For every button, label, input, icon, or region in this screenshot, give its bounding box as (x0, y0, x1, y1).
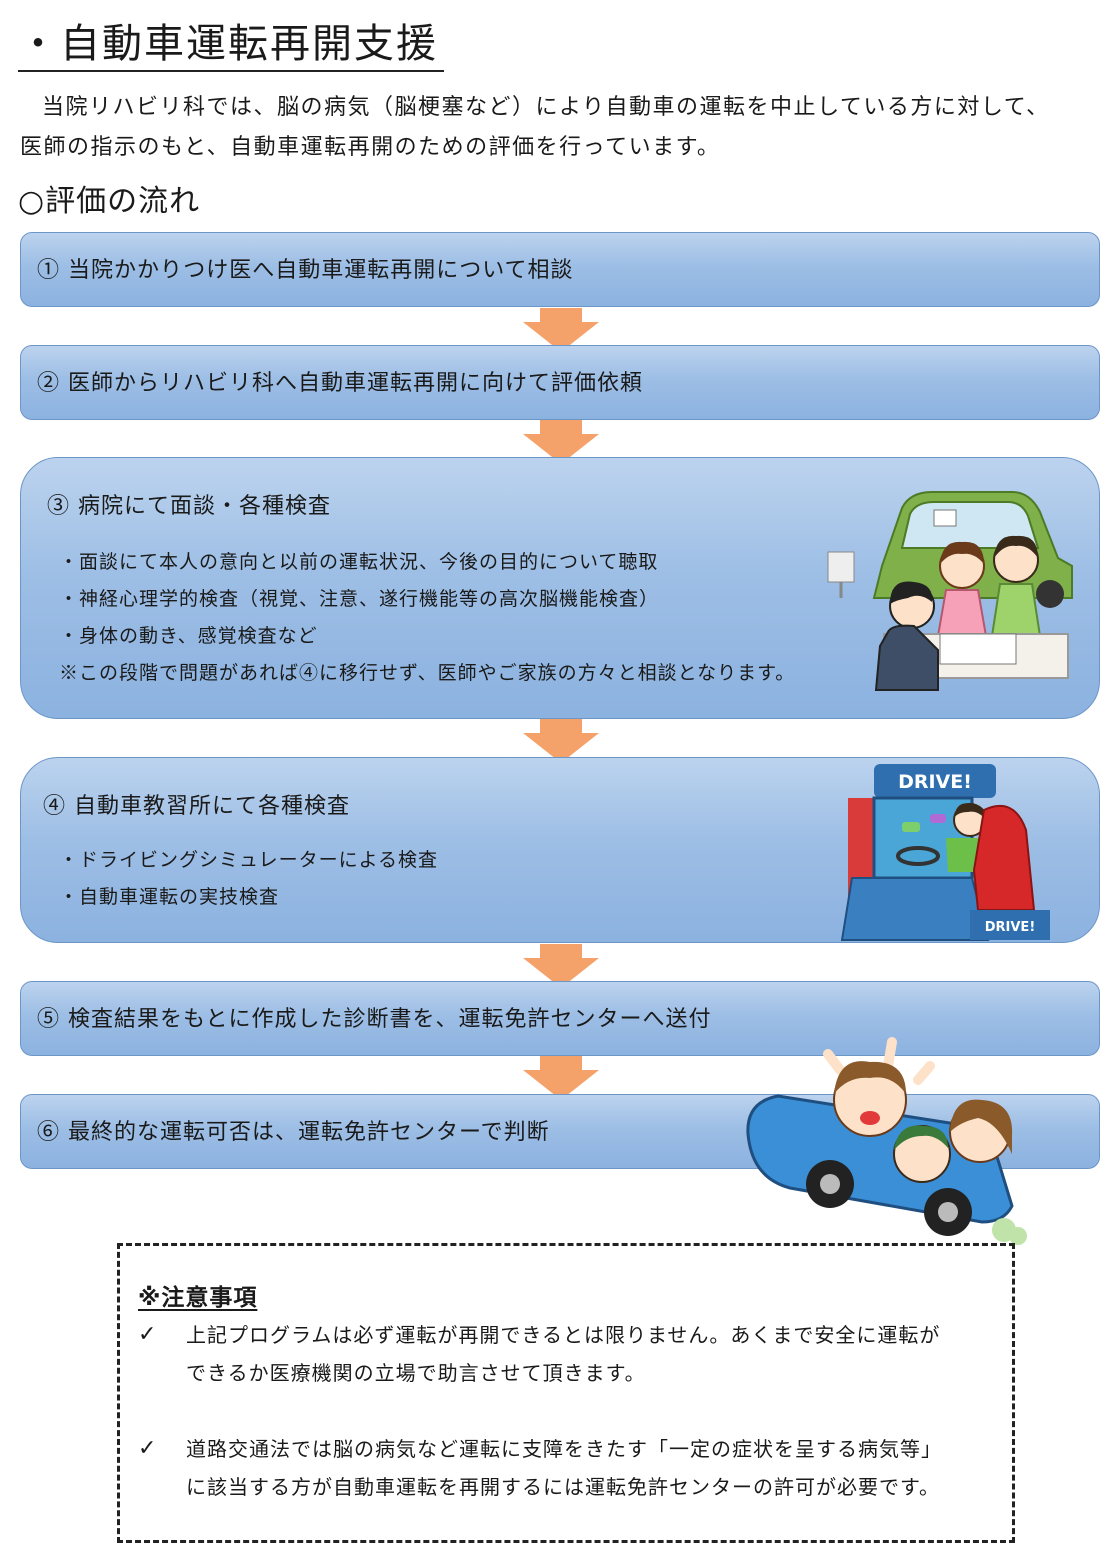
step-5-box: ⑤ 検査結果をもとに作成した診断書を、運転免許センターへ送付 (20, 981, 1100, 1056)
step-6-title: ⑥ 最終的な運転可否は、運転免許センターで判断 (37, 1120, 550, 1145)
caution-item: ✓ 道路交通法では脳の病気など運転に支障をきたす「一定の症状を呈する病気等」 に… (138, 1430, 992, 1506)
step-2-title: ② 医師からリハビリ科へ自動車運転再開に向けて評価依頼 (37, 371, 643, 396)
step-3-bullet: ・身体の動き、感覚検査など (59, 625, 318, 647)
checkmark-icon: ✓ (138, 1436, 157, 1461)
intro-paragraph: 当院リハビリ科では、脳の病気（脳梗塞など）により自動車の運転を中止している方に対… (20, 88, 1110, 168)
arrow-down-icon (523, 420, 599, 464)
flow-heading: ○評価の流れ (18, 184, 201, 219)
arrow-down-icon (523, 719, 599, 763)
caution-item: ✓ 上記プログラムは必ず運転が再開できるとは限りません。あくまで安全に運転が で… (138, 1316, 992, 1392)
caution-text-line: できるか医療機関の立場で助言させて頂きます。 (186, 1361, 646, 1385)
step-2-box: ② 医師からリハビリ科へ自動車運転再開に向けて評価依頼 (20, 345, 1100, 420)
checkmark-icon: ✓ (138, 1322, 157, 1347)
step-5-title: ⑤ 検査結果をもとに作成した診断書を、運転免許センターへ送付 (37, 1007, 712, 1032)
simulator-sign-top: DRIVE! (898, 771, 972, 793)
caution-text-line: に該当する方が自動車運転を再開するには運転免許センターの許可が必要です。 (186, 1475, 940, 1499)
driving-simulator-illustration: DRIVE! DRIVE! (840, 764, 1050, 941)
caution-text-line: 上記プログラムは必ず運転が再開できるとは限りません。あくまで安全に運転が (186, 1323, 941, 1347)
caution-text-line: 道路交通法では脳の病気など運転に支障をきたす「一定の症状を呈する病気等」 (186, 1437, 942, 1461)
step-1-title: ① 当院かかりつけ医へ自動車運転再開について相談 (37, 258, 574, 283)
intro-line-2: 医師の指示のもと、自動車運転再開のための評価を行っています。 (20, 135, 721, 160)
step-1-box: ① 当院かかりつけ医へ自動車運転再開について相談 (20, 232, 1100, 307)
caution-box: ※注意事項 ✓ 上記プログラムは必ず運転が再開できるとは限りません。あくまで安全… (117, 1243, 1015, 1543)
step-3-note: ※この段階で問題があれば④に移行せず、医師やご家族の方々と相談となります。 (59, 662, 796, 684)
simulator-sign-bottom: DRIVE! (985, 920, 1036, 935)
family-car-illustration (746, 1037, 1027, 1245)
arrow-down-icon (523, 1056, 599, 1100)
arrow-down-icon (523, 944, 599, 988)
step-4-bullet: ・自動車運転の実技検査 (59, 886, 280, 908)
arrow-down-icon (523, 308, 599, 352)
step-3-title: ③ 病院にて面談・各種検査 (47, 494, 331, 519)
step-3-bullet: ・面談にて本人の意向と以前の運転状況、今後の目的について聴取 (59, 551, 659, 573)
step-4-bullet: ・ドライビングシミュレーターによる検査 (59, 849, 439, 871)
consultation-illustration (827, 491, 1073, 691)
step-4-title: ④ 自動車教習所にて各種検査 (43, 794, 350, 819)
step-3-bullets: ・面談にて本人の意向と以前の運転状況、今後の目的について聴取 ・神経心理学的検査… (37, 544, 1099, 655)
caution-title: ※注意事項 (138, 1285, 258, 1311)
step-4-bullets: ・ドライビングシミュレーターによる検査 ・自動車運転の実技検査 (37, 842, 1099, 916)
step-3-bullet: ・神経心理学的検査（視覚、注意、遂行機能等の高次脳機能検査） (59, 588, 660, 610)
page-title: ・自動車運転再開支援 (18, 18, 444, 72)
intro-line-1: 当院リハビリ科では、脳の病気（脳梗塞など）により自動車の運転を中止している方に対… (42, 95, 1050, 120)
